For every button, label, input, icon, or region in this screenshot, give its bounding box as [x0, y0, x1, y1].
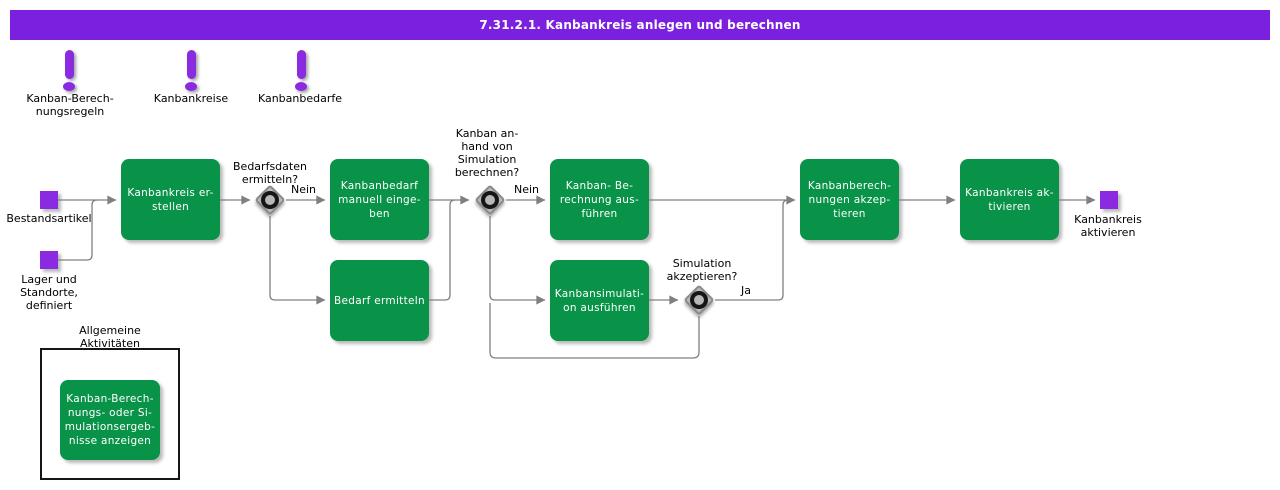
gateway-question-bedarfsdaten: Bedarfsdaten ermitteln? — [233, 160, 307, 186]
diagram-title: 7.31.2.1. Kanbankreis anlegen und berech… — [10, 10, 1270, 40]
start-event-label-bestandsartikel: Bestandsartikel — [6, 212, 92, 225]
task-kanbansimulation-ausfuehren[interactable]: Kanbansimulati- on ausführen — [550, 260, 649, 341]
exclamation-dot — [185, 82, 197, 91]
start-event-square — [40, 251, 58, 269]
task-ergebnisse-anzeigen[interactable]: Kanban-Berech- nungs- oder Si- mulations… — [60, 380, 160, 460]
start-event-square — [40, 191, 58, 209]
end-event-label-kanbankreis-aktivieren: Kanbankreis aktivieren — [1074, 213, 1142, 239]
exclamation-icon — [63, 50, 75, 91]
task-kanbanberechnungen-akzeptieren[interactable]: Kanbanberech- nungen akzep- tieren — [800, 159, 899, 240]
exclamation-bar — [296, 50, 306, 79]
task-kanban-berechnung-ausfuehren[interactable]: Kanban- Be- rechnung aus- führen — [550, 159, 649, 240]
branch-label-nein: Nein — [514, 183, 540, 196]
gateway-question-simulation-akzeptieren: Simulation akzeptieren? — [666, 257, 738, 283]
exclamation-dot — [63, 82, 75, 91]
task-kanbanbedarf-manuell-eingeben[interactable]: Kanbanbedarf manuell einge- ben — [330, 159, 429, 240]
task-kanbankreis-erstellen[interactable]: Kanbankreis er- stellen — [121, 159, 220, 240]
general-activities-label: Allgemeine Aktivitäten — [79, 324, 141, 350]
gateway-question-simulation-berechnen: Kanban an- hand von Simulation berechnen… — [454, 127, 520, 179]
exclamation-dot — [295, 82, 307, 91]
branch-label-nein: Nein — [291, 183, 317, 196]
start-event-label-lager-standorte: Lager und Standorte, definiert — [20, 273, 78, 312]
exclamation-bar — [186, 50, 196, 79]
exclamation-icon — [185, 50, 197, 91]
resource-label-kanbanbedarfe: Kanbanbedarfe — [257, 92, 343, 105]
branch-label-ja: Ja — [741, 284, 751, 297]
exclamation-icon — [295, 50, 307, 91]
resource-label-kanbankreise: Kanbankreise — [153, 92, 229, 105]
task-kanbankreis-aktivieren[interactable]: Kanbankreis ak- tivieren — [960, 159, 1059, 240]
resource-label-kanban-berechnungsregeln: Kanban-Berech- nungsregeln — [26, 92, 114, 118]
task-bedarf-ermitteln[interactable]: Bedarf ermitteln — [330, 260, 429, 341]
exclamation-bar — [64, 50, 74, 79]
end-event-square — [1100, 191, 1118, 209]
